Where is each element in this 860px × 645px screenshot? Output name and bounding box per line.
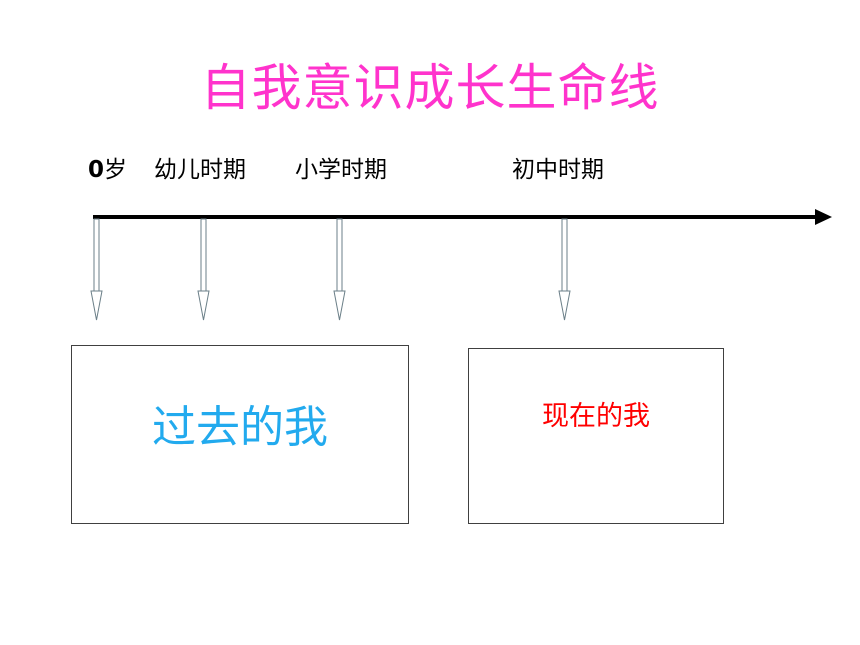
timeline-arrowhead	[815, 209, 832, 225]
past-self-label: 过去的我	[152, 402, 328, 453]
present-self-label: 现在的我	[542, 401, 650, 432]
stage-label-age-zero: 0岁	[88, 150, 127, 190]
marker-arrow-middle-school	[558, 218, 571, 321]
present-self-box: 现在的我	[468, 348, 724, 524]
slide-title: 自我意识成长生命线	[200, 59, 660, 117]
stage-label-preschool: 幼儿时期	[154, 157, 246, 183]
marker-arrow-primary-school	[333, 218, 346, 321]
age-zero-suffix: 岁	[104, 157, 128, 183]
past-self-box: 过去的我	[71, 345, 409, 524]
marker-arrow-age-zero	[90, 218, 103, 321]
stage-label-middle-school: 初中时期	[512, 157, 604, 183]
stage-label-primary-school: 小学时期	[295, 157, 387, 183]
age-zero-number: 0	[88, 157, 105, 183]
marker-arrow-preschool	[197, 218, 210, 321]
